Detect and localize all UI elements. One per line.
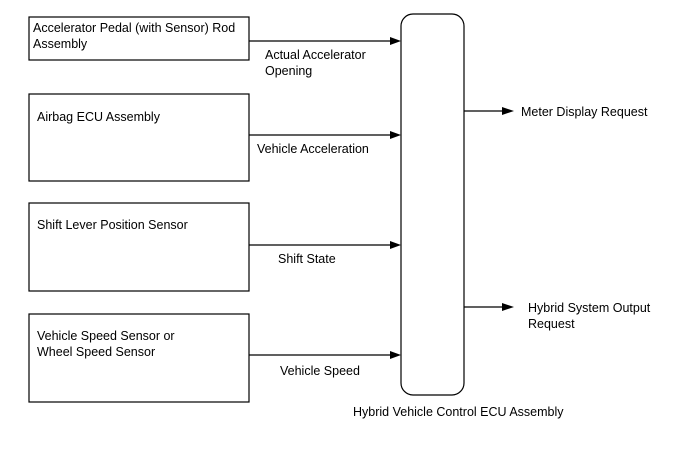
input-vehicle-speed-sensor-label-line-1: Vehicle Speed Sensor or: [37, 329, 175, 343]
ecu-block: [400, 13, 465, 396]
arrow-accelerator-opening-head: [390, 37, 401, 45]
input-airbag-ecu: Airbag ECU Assembly: [28, 93, 250, 182]
signal-vehicle-speed: Vehicle Speed: [280, 364, 360, 378]
input-airbag-ecu-label: Airbag ECU Assembly: [37, 110, 161, 124]
input-box-airbag-ecu: [28, 93, 250, 182]
input-box-shift-lever-sensor: [28, 202, 250, 292]
signal-accelerator-opening-line-1: Actual Accelerator: [265, 48, 366, 62]
input-vehicle-speed-sensor: Vehicle Speed Sensor or Wheel Speed Sens…: [28, 313, 250, 403]
output-meter-display-request: Meter Display Request: [521, 105, 648, 119]
input-accelerator-pedal: Accelerator Pedal (with Sensor) Rod Asse…: [28, 16, 250, 61]
ecu-label: Hybrid Vehicle Control ECU Assembly: [353, 405, 564, 419]
signal-accelerator-opening-line-2: Opening: [265, 64, 312, 78]
arrow-meter-display-request: [464, 107, 514, 115]
arrow-accelerator-opening: [249, 37, 401, 45]
arrow-vehicle-speed-head: [390, 351, 401, 359]
signal-vehicle-acceleration: Vehicle Acceleration: [257, 142, 369, 156]
input-accelerator-pedal-label-line-2: Assembly: [33, 37, 88, 51]
input-box-accelerator-pedal: [28, 16, 250, 61]
output-hybrid-system-output-request-line-1: Hybrid System Output: [528, 301, 651, 315]
input-accelerator-pedal-label-line-1: Accelerator Pedal (with Sensor) Rod: [33, 21, 235, 35]
input-shift-lever-sensor-label: Shift Lever Position Sensor: [37, 218, 188, 232]
arrow-vehicle-speed: [249, 351, 401, 359]
arrow-meter-display-request-head: [502, 107, 514, 115]
arrow-vehicle-acceleration-head: [390, 131, 401, 139]
arrow-hybrid-system-output-request-head: [502, 303, 514, 311]
output-hybrid-system-output-request-line-2: Request: [528, 317, 575, 331]
input-shift-lever-sensor: Shift Lever Position Sensor: [28, 202, 250, 292]
arrow-shift-state: [249, 241, 401, 249]
signal-shift-state: Shift State: [278, 252, 336, 266]
arrow-hybrid-system-output-request: [464, 303, 514, 311]
input-box-vehicle-speed-sensor: [28, 313, 250, 403]
arrow-vehicle-acceleration: [249, 131, 401, 139]
arrow-shift-state-head: [390, 241, 401, 249]
ecu-box: [400, 13, 465, 396]
input-vehicle-speed-sensor-label-line-2: Wheel Speed Sensor: [37, 345, 155, 359]
